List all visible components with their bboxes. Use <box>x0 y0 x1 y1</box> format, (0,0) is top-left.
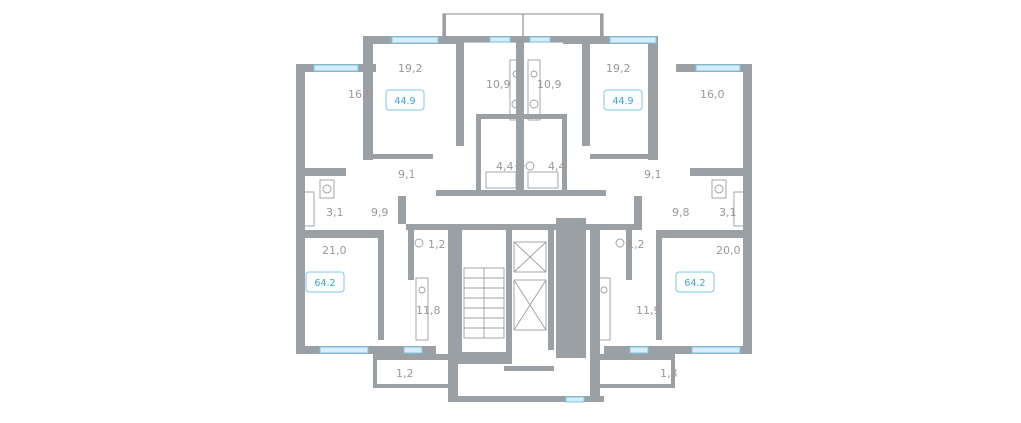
apartment-badge-frame <box>305 271 345 293</box>
room-area-labels: 19,2 10,9 10,9 19,2 16,0 16,0 4,4 4,4 9,1 9,1 3,1 9… <box>322 62 741 380</box>
room-area-r-16-0-left: 16,0 <box>348 88 373 101</box>
apartment-badge-apt-64-2-left[interactable]: 64.2 <box>305 271 345 293</box>
room-area-r-9-1-left: 9,1 <box>398 168 416 181</box>
apartment-badge-label: 44.9 <box>612 96 633 107</box>
room-area-r-19-2-left: 19,2 <box>398 62 423 75</box>
apartment-badge-label: 64.2 <box>314 278 335 289</box>
room-area-r-3-1-right: 3,1 <box>719 206 737 219</box>
apartment-badge-apt-44-9-right[interactable]: 44.9 <box>603 89 643 111</box>
apartment-badge-label: 64.2 <box>684 278 705 289</box>
apartment-area-badges: 44.9 44.9 64.2 64.2 <box>305 89 715 293</box>
walls <box>296 13 752 402</box>
room-area-r-11-9: 11,9 <box>636 304 661 317</box>
windows <box>313 36 741 403</box>
room-area-r-20-0: 20,0 <box>716 244 741 257</box>
room-area-r-19-2-right: 19,2 <box>606 62 631 75</box>
apartment-badge-apt-64-2-right[interactable]: 64.2 <box>675 271 715 293</box>
room-area-r-3-1-left: 3,1 <box>326 206 344 219</box>
room-area-r-10-9-right: 10,9 <box>537 78 562 91</box>
room-area-r-9-1-right: 9,1 <box>644 168 662 181</box>
fixtures <box>299 59 749 341</box>
apartment-badge-frame <box>603 89 643 111</box>
room-area-r-4-4-right: 4,4 <box>548 160 566 173</box>
room-area-r-1-3-balcony: 1,3 <box>660 367 678 380</box>
room-area-r-9-9: 9,9 <box>371 206 389 219</box>
apartment-badge-apt-44-9-left[interactable]: 44.9 <box>385 89 425 111</box>
room-area-r-11-8: 11,8 <box>416 304 441 317</box>
room-area-r-21-0: 21,0 <box>322 244 347 257</box>
room-area-r-1-2-wc-left: 1,2 <box>428 238 446 251</box>
staircase <box>463 267 505 339</box>
room-area-r-1-2-wc-right: 1,2 <box>627 238 645 251</box>
room-area-r-10-9-left: 10,9 <box>486 78 511 91</box>
apartment-badge-label: 44.9 <box>394 96 415 107</box>
apartment-badge-frame <box>385 89 425 111</box>
room-area-r-16-0-right: 16,0 <box>700 88 725 101</box>
elevator-shafts <box>513 241 547 331</box>
room-area-r-1-2-balcony: 1,2 <box>396 367 414 380</box>
apartment-badge-frame <box>675 271 715 293</box>
room-area-r-9-8: 9,8 <box>672 206 690 219</box>
room-area-r-4-4-left: 4,4 <box>496 160 514 173</box>
